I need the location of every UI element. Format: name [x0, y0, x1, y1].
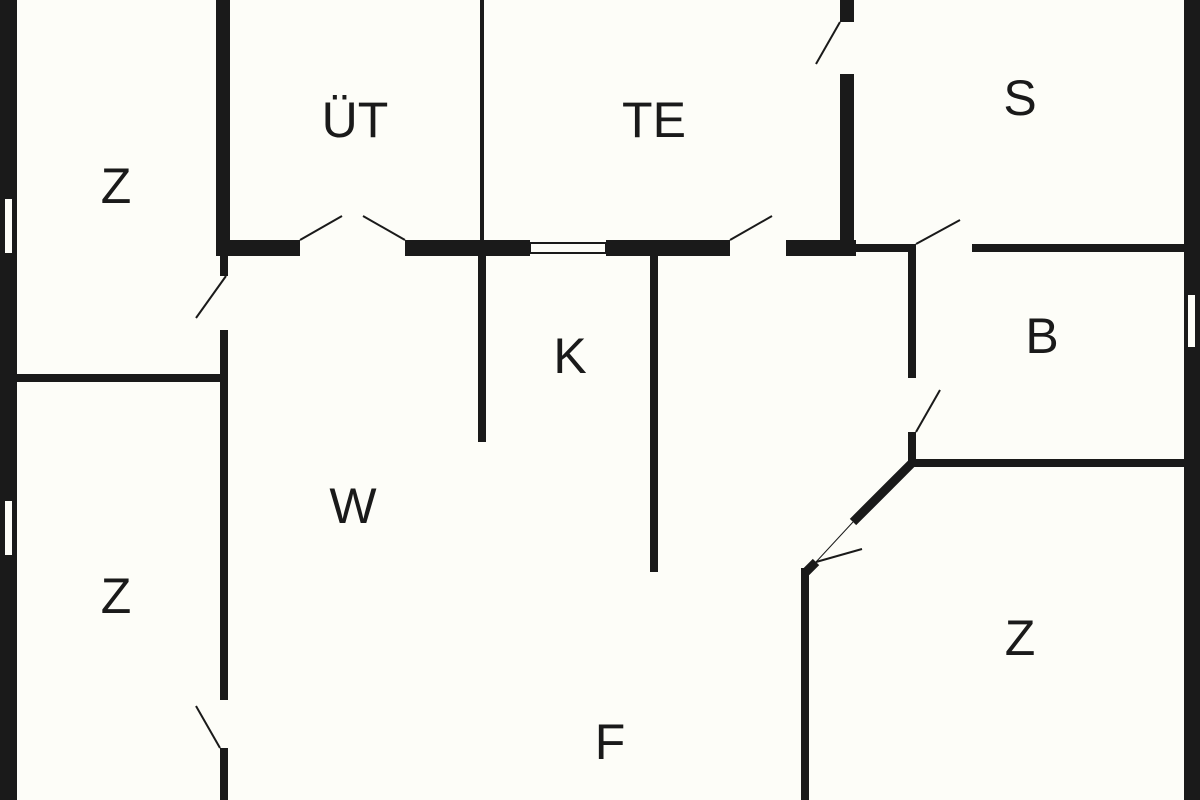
room-label-z-bottom-left: Z — [101, 568, 132, 624]
room-label-k: K — [553, 328, 586, 384]
door-swing-te — [729, 215, 773, 241]
door-swing-te-s — [815, 21, 841, 65]
wall-below-s-left — [854, 244, 916, 252]
wall-below-s-right — [972, 244, 1184, 252]
room-label-w: W — [329, 478, 377, 534]
wall-below-b — [908, 459, 1184, 467]
door-swing-ut-left — [299, 215, 343, 241]
wall-below-te-left — [606, 240, 730, 256]
wall-between-ut-te — [480, 0, 484, 242]
wall-bottom-right-bedroom-left — [801, 568, 809, 800]
wall-below-ut-left — [216, 240, 300, 256]
window-left-lower — [3, 499, 14, 557]
wall-te-s-top — [840, 0, 854, 22]
room-label-s: S — [1003, 70, 1036, 126]
room-label-b: B — [1025, 308, 1058, 364]
kitchen-partition-left — [478, 256, 486, 442]
wall-diagonal-bottom-right — [849, 459, 916, 526]
wall-b-left-lower — [908, 432, 916, 466]
wall-left-bedrooms-lower — [220, 748, 228, 800]
door-swing-b — [915, 389, 941, 433]
wall-left-bedrooms-stub — [220, 256, 228, 276]
door-swing-bottom-right-bedroom — [815, 548, 863, 563]
outer-wall-left — [0, 0, 17, 800]
outer-wall-right — [1184, 0, 1200, 800]
wall-te-s-bottom — [840, 74, 854, 256]
kitchen-partition-right — [650, 256, 658, 572]
wall-between-left-bedrooms — [17, 374, 222, 382]
wall-below-ut-right — [405, 240, 530, 256]
window-left-upper — [3, 197, 14, 255]
windows — [3, 197, 1197, 557]
door-swing-s — [915, 219, 961, 245]
window-right-b — [1186, 293, 1197, 349]
room-label-f: F — [595, 714, 626, 770]
window-kitchen — [529, 242, 607, 254]
room-label-z-bottom-right: Z — [1005, 610, 1036, 666]
wall-left-bedrooms-upper — [216, 0, 230, 256]
room-label-z-top-left: Z — [101, 158, 132, 214]
door-swing-ut-right — [362, 215, 406, 241]
door-swings — [195, 21, 961, 749]
room-labels: ÜT TE S Z Z K B W Z F — [101, 70, 1059, 770]
room-label-te: TE — [622, 92, 686, 148]
door-swing-top-left-bedroom — [195, 275, 227, 319]
wall-left-bedrooms-middle — [220, 330, 228, 700]
door-opening-diagonal — [815, 521, 854, 563]
wall-below-te-right — [786, 240, 856, 256]
door-swing-bottom-left-bedroom — [195, 705, 221, 749]
room-label-ut: ÜT — [322, 92, 389, 148]
wall-b-left-upper — [908, 252, 916, 378]
